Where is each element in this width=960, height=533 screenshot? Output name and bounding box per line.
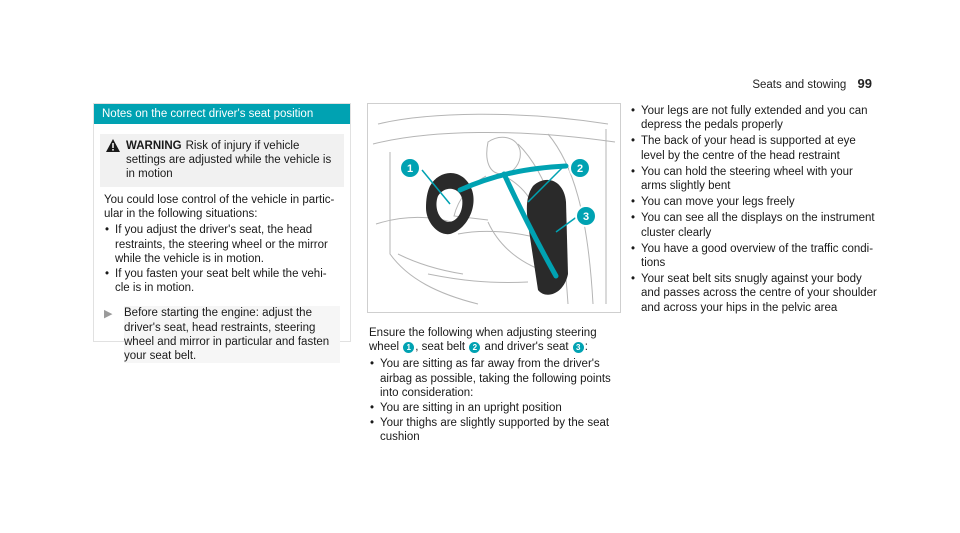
list-item: Your seat belt sits snugly against your … xyxy=(630,272,880,315)
intro-text-b: , seat belt xyxy=(415,341,466,354)
warning-text: Risk of injury if vehicle settings are a… xyxy=(126,140,332,180)
instruction-block: ▶ Before starting the engine: adjust the… xyxy=(94,296,350,364)
list-item: You can see all the displays on the inst… xyxy=(630,211,880,239)
page-number: 99 xyxy=(857,76,872,91)
middle-intro: Ensure the following when adjusting stee… xyxy=(369,326,619,354)
list-item: The back of your head is supported at ey… xyxy=(630,134,880,162)
list-item: If you adjust the driver's seat, the hea… xyxy=(104,223,340,266)
list-item: You are sitting as far away from the dri… xyxy=(369,357,619,400)
middle-list: You are sitting as far away from the dri… xyxy=(369,357,619,444)
notes-title: Notes on the correct driver's seat posit… xyxy=(94,104,350,124)
list-item: You can move your legs freely xyxy=(630,195,880,209)
seat-position-illustration: 1 2 3 xyxy=(367,103,621,313)
callout-3: 3 xyxy=(583,211,589,223)
section-title: Seats and stowing xyxy=(752,79,847,91)
instruction-arrow-icon: ▶ xyxy=(104,308,113,321)
list-item: If you fasten your seat belt while the v… xyxy=(104,267,340,295)
notes-intro: You could lose control of the vehicle in… xyxy=(104,194,335,221)
notes-box: Notes on the correct driver's seat posit… xyxy=(93,103,351,364)
list-item: You have a good overview of the traffic … xyxy=(630,242,880,270)
notes-body: You could lose control of the vehicle in… xyxy=(94,187,350,295)
warning-triangle-icon xyxy=(106,139,126,181)
callout-2: 2 xyxy=(577,163,583,175)
page-header: Seats and stowing 99 xyxy=(752,76,872,91)
marker-3: 3 xyxy=(572,342,584,354)
callout-1: 1 xyxy=(407,163,413,175)
list-item: You are sitting in an upright position xyxy=(369,401,619,415)
list-item: Your thighs are slightly supported by th… xyxy=(369,416,619,444)
driver-seat-drawing: 1 2 3 xyxy=(372,113,616,305)
marker-1: 1 xyxy=(403,342,415,354)
intro-text-c: and driver's seat xyxy=(484,341,569,354)
right-list: Your legs are not fully extended and you… xyxy=(630,104,880,315)
warning-label: WARNING xyxy=(126,140,182,152)
situation-list: If you adjust the driver's seat, the hea… xyxy=(104,223,340,295)
instruction-text: Before starting the engine: adjust the d… xyxy=(124,306,340,364)
middle-column: Ensure the following when adjusting stee… xyxy=(369,326,619,446)
list-item: Your legs are not fully extended and you… xyxy=(630,104,880,132)
intro-text-a: Ensure the following when adjusting stee… xyxy=(369,327,597,354)
right-column: Your legs are not fully extended and you… xyxy=(630,102,880,317)
intro-text-d: : xyxy=(584,341,588,354)
list-item: You can hold the steering wheel with you… xyxy=(630,165,880,193)
marker-2: 2 xyxy=(469,342,481,354)
